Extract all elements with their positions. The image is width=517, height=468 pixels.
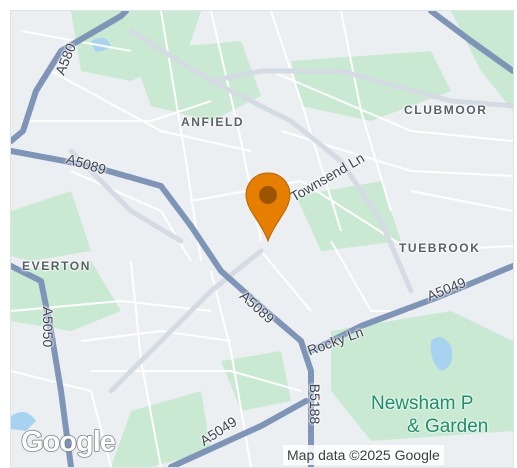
street <box>330 240 411 312</box>
road-a5049 <box>308 263 513 354</box>
road-ne <box>428 11 513 74</box>
road-a5089 <box>11 148 314 467</box>
street <box>80 329 232 342</box>
park-east <box>291 51 451 121</box>
map-view[interactable]: ANFIELD CLUBMOOR EVERTON TUEBROOK A580 A… <box>10 10 514 468</box>
map-canvas[interactable] <box>11 11 513 467</box>
street <box>91 370 302 392</box>
park-south <box>221 351 291 411</box>
street <box>270 70 513 142</box>
park-anfield <box>131 41 261 121</box>
street <box>210 270 252 467</box>
location-marker-icon[interactable] <box>243 171 293 243</box>
road-a5049-south <box>168 398 309 467</box>
water-sw <box>11 412 36 431</box>
park-west-top <box>11 191 91 261</box>
park-newsham <box>331 311 513 441</box>
road-townsend <box>128 28 414 294</box>
street <box>21 100 212 122</box>
map-attribution[interactable]: Map data ©2025 Google <box>283 445 444 465</box>
road-centre-link <box>108 248 264 394</box>
street <box>160 11 202 262</box>
park-stanley <box>296 181 401 251</box>
street <box>280 130 513 177</box>
street <box>410 190 513 212</box>
water-newsham <box>430 337 453 371</box>
park-sw <box>111 391 211 467</box>
street <box>270 11 342 232</box>
road-a580 <box>11 11 129 144</box>
street <box>340 11 392 212</box>
road-connector <box>208 68 513 109</box>
road-west-link <box>68 148 184 244</box>
street <box>260 250 312 312</box>
street <box>11 370 112 467</box>
google-logo: Google <box>20 425 116 458</box>
road-a5050 <box>11 263 74 467</box>
street <box>50 70 252 152</box>
